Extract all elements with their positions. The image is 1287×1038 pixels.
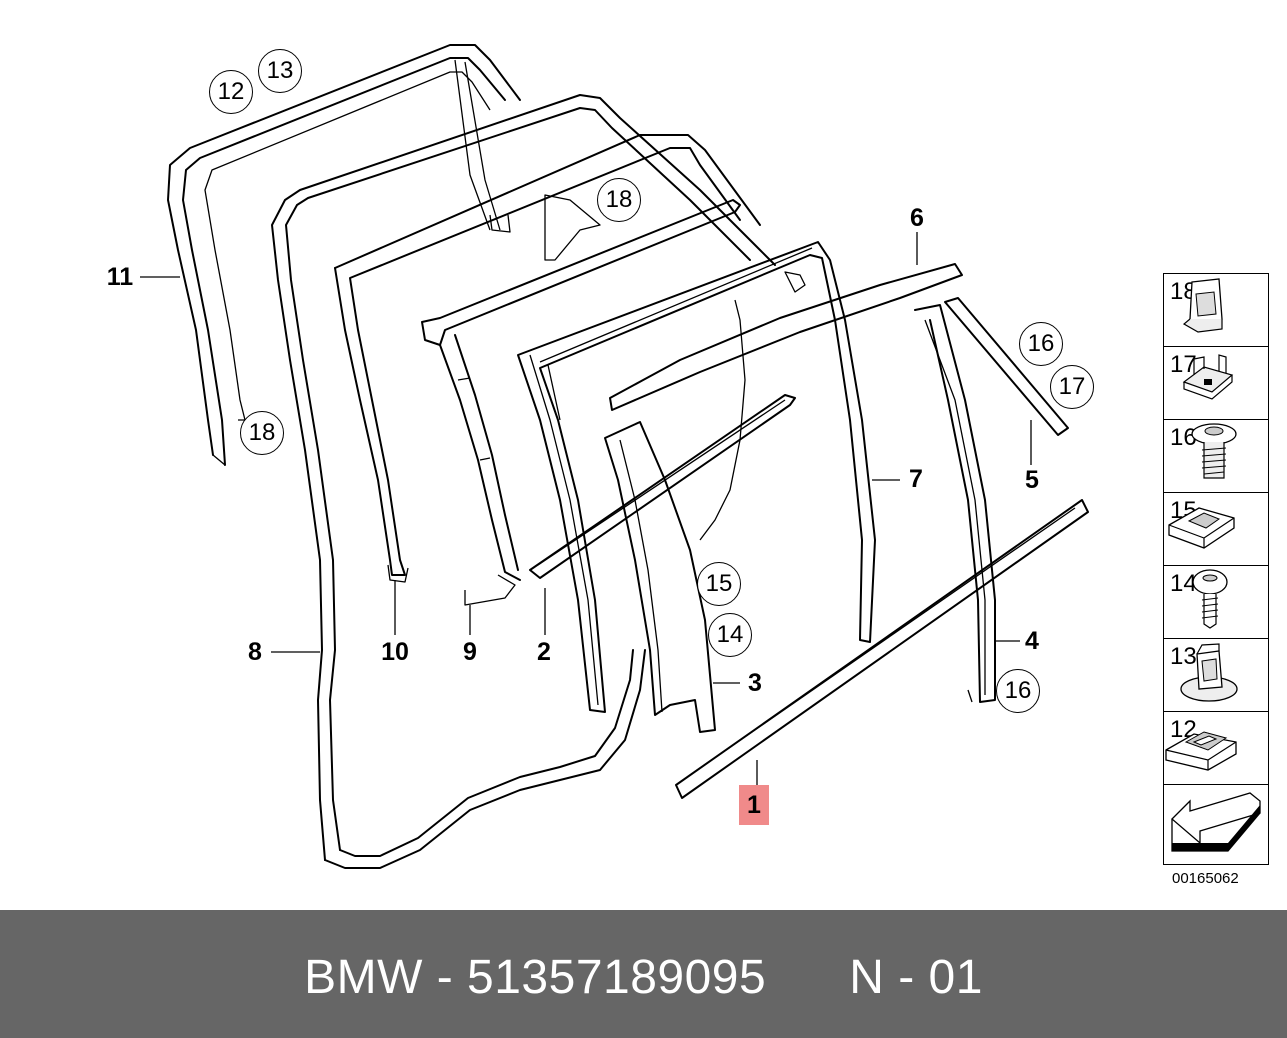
legend-item-14[interactable]: 14 — [1164, 566, 1268, 639]
legend-item-16[interactable]: 16 — [1164, 420, 1268, 493]
label-part-6[interactable]: 6 — [910, 204, 924, 232]
diagram-code: 00165062 — [1172, 870, 1239, 887]
callout-14[interactable]: 14 — [708, 613, 752, 657]
part-5-pillar-cover — [944, 297, 1069, 436]
clip-icon — [1182, 278, 1223, 333]
label-part-9[interactable]: 9 — [463, 638, 477, 666]
clip-bracket-icon — [1182, 354, 1234, 400]
callout-15[interactable]: 15 — [697, 562, 741, 606]
part-4-pillar-seal — [914, 304, 996, 703]
callout-12[interactable]: 12 — [209, 70, 253, 114]
footer-caption: BMW - 51357189095 N - 01 — [0, 950, 1287, 1005]
legend-label: 14 — [1170, 570, 1197, 597]
label-part-8[interactable]: 8 — [248, 638, 262, 666]
retainer-icon — [1180, 643, 1238, 702]
part-2-strip — [529, 394, 796, 579]
part-8-door-seal — [271, 94, 776, 869]
part-6-moulding — [609, 263, 963, 411]
callout-18-center[interactable]: 18 — [597, 178, 641, 222]
label-part-4[interactable]: 4 — [1025, 627, 1039, 655]
arrow-icon — [1171, 792, 1261, 852]
clamp-icon — [1168, 507, 1235, 549]
position-code: N - 01 — [849, 951, 983, 1004]
legend-item-18[interactable]: 18 — [1164, 274, 1268, 347]
parts-legend: 18 17 16 15 — [1163, 273, 1269, 865]
footer-bar: BMW - 51357189095 N - 01 — [0, 910, 1287, 1038]
diagram-drawing — [140, 44, 1089, 869]
callout-16-top[interactable]: 16 — [1019, 322, 1063, 366]
leader-lines — [140, 232, 1032, 790]
legend-label: 16 — [1170, 424, 1197, 451]
label-part-5[interactable]: 5 — [1025, 466, 1039, 494]
screw-grommet-icon — [1191, 423, 1237, 479]
legend-item-15[interactable]: 15 — [1164, 493, 1268, 566]
legend-item-13[interactable]: 13 — [1164, 639, 1268, 712]
part-10-window-channel — [334, 134, 761, 583]
part-3-trim — [604, 421, 716, 733]
legend-item-arrow[interactable] — [1164, 785, 1268, 866]
callout-17[interactable]: 17 — [1050, 365, 1094, 409]
legend-label: 17 — [1170, 351, 1197, 378]
callout-13[interactable]: 13 — [258, 49, 302, 93]
part-1-belt-moulding — [675, 499, 1089, 799]
label-part-10[interactable]: 10 — [381, 638, 409, 666]
label-part-7[interactable]: 7 — [909, 465, 923, 493]
callout-18-left[interactable]: 18 — [240, 411, 284, 455]
label-part-11[interactable]: 11 — [106, 263, 134, 291]
legend-item-17[interactable]: 17 — [1164, 347, 1268, 420]
separator: - — [422, 951, 468, 1004]
screw-icon — [1192, 569, 1228, 629]
label-part-2[interactable]: 2 — [537, 638, 551, 666]
callout-16-bottom[interactable]: 16 — [996, 669, 1040, 713]
legend-label: 13 — [1170, 643, 1197, 670]
label-part-1[interactable]: 1 — [739, 785, 769, 825]
fastener-icon — [1165, 731, 1237, 771]
part-7-window-frame — [517, 241, 876, 713]
part-9-guide-rail — [421, 199, 741, 606]
legend-item-12[interactable]: 12 — [1164, 712, 1268, 785]
parts-diagram: 11 8 10 9 2 3 4 5 7 6 1 12 13 18 18 16 1… — [106, 44, 1269, 887]
part-number: 51357189095 — [467, 951, 767, 1004]
part-11-frame-seal — [167, 44, 521, 466]
brand: BMW — [304, 951, 423, 1004]
label-part-3[interactable]: 3 — [748, 669, 762, 697]
